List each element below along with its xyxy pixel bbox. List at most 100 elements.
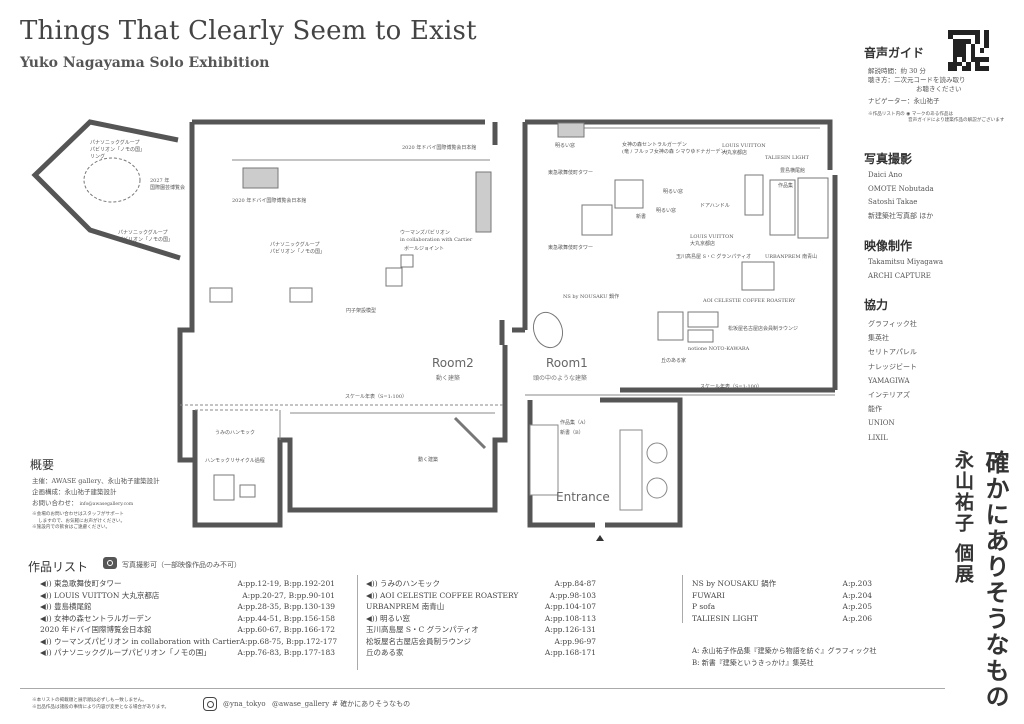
video-heading: 映像制作 xyxy=(864,239,913,253)
works-item-pages: A:pp.20-27, B:pp.90-101 xyxy=(242,590,335,600)
works-item-pages: A:pp.98-103 xyxy=(549,590,596,600)
map-label: うみのハンモック xyxy=(215,430,256,436)
map-label: ドアハンドル xyxy=(700,203,730,209)
scale-label: スケール年表（S=1:100） xyxy=(700,384,763,390)
map-label: パナソニックグループ パビリオン「ノモの国」 xyxy=(118,230,174,243)
works-item-pages: A:p.205 xyxy=(842,602,872,611)
works-item-pages: A:p.204 xyxy=(842,590,872,600)
works-item: ◀)) AOI CELESTIE COFFEE ROASTERY A:pp.98-… xyxy=(366,590,596,602)
works-item-name: ◀)) AOI CELESTIE COFFEE ROASTERY xyxy=(366,590,519,600)
overview-notes: ※会場のお問い合わせはスタッフがサポート しますので、お気軽にお声がけください。… xyxy=(32,512,126,530)
works-item: ◀)) パナソニックグループパビリオン「ノモの国」A:pp.76-83, B:p… xyxy=(40,647,335,659)
wall-left-room xyxy=(31,119,181,261)
map-label: 女神の森セントラルガーデン (竜 / フルッフ女神の森 シマウゆドナガーデン) xyxy=(622,142,728,155)
works-heading: 作品リスト xyxy=(28,560,89,574)
map-label: 豊島横尾館 xyxy=(780,168,806,174)
works-refs: A: 永山祐子作品集『建築から物語を紡ぐ』グラフィック社 B: 新書『建築という… xyxy=(692,647,877,667)
room1-label: Room1 xyxy=(546,356,588,370)
works-item-name: P sofa xyxy=(692,602,716,611)
works-item-pages: A:pp.104-107 xyxy=(544,602,596,611)
works-item-name: ◀)) ウーマンズパビリオン in collaboration with Car… xyxy=(40,636,240,646)
works-item-pages: A:pp.76-83, B:pp.177-183 xyxy=(237,648,335,657)
map-label: 明るい窓 xyxy=(555,143,576,149)
map-label: 作品集 xyxy=(778,183,794,189)
camera-icon xyxy=(103,557,117,569)
works-item-name: URBANPREM 南青山 xyxy=(366,602,445,611)
map-label: ボールジョイント xyxy=(404,246,445,252)
instagram-icon xyxy=(203,697,217,711)
room1-sub: 頭の中のような建築 xyxy=(533,375,588,382)
works-item-pages: A:pp.28-35, B:pp.130-139 xyxy=(237,602,335,611)
audio-guide-text: 解説時間：約 30 分 聴き方：二次元コードを読み取り お聴きください ナビゲー… xyxy=(868,67,966,105)
overview-heading: 概要 xyxy=(30,458,55,472)
map-label: AOI CELESTIE COFFEE ROASTERY xyxy=(703,298,796,304)
contact-email[interactable]: info@awasegallery.com xyxy=(79,502,134,507)
works-item: ◀)) うみのハンモック A:pp.84-87 xyxy=(366,578,596,590)
divider xyxy=(682,575,683,623)
works-item-name: ◀)) LOUIS VUITTON 大丸京都店 xyxy=(40,590,160,600)
gallery-handle[interactable]: @awase_gallery xyxy=(272,700,330,708)
works-item: FUWARI A:p.204 xyxy=(692,590,872,602)
page-title: Things That Clearly Seem to Exist xyxy=(20,16,477,46)
page-subtitle: Yuko Nagayama Solo Exhibition xyxy=(20,55,270,71)
map-label: 2027 年 国際園芸博覧会 xyxy=(150,178,186,191)
map-label: 円子架設模型 xyxy=(346,308,377,314)
qr-code[interactable] xyxy=(948,30,989,71)
map-label: TALIESIN LIGHT xyxy=(765,155,809,161)
footer-notes: ※本リストの掲載順と展示順は必ずしも一致しません。※出品作品は諸般の事情により内… xyxy=(32,698,170,710)
works-item-name: ◀)) うみのハンモック xyxy=(366,579,441,588)
floor-plan xyxy=(31,119,838,541)
works-item-pages: A:p.206 xyxy=(842,613,872,623)
audio-guide-heading: 音声ガイド xyxy=(864,46,925,60)
map-label: LOUIS VUITTON 大丸京都店 xyxy=(722,143,766,156)
map-label: 2020 年ドバイ国際博覧会日本館 xyxy=(232,198,307,204)
works-item-name: FUWARI xyxy=(692,590,725,600)
instagram-handle[interactable]: @yna_tokyo xyxy=(223,700,266,708)
scale-label: スケール年表（S=1:100） xyxy=(345,394,408,400)
map-label: 松坂屋名古屋店会員制ラウンジ xyxy=(728,326,799,332)
works-item-name: ◀)) 豊島横尾館 xyxy=(40,602,92,611)
map-label: 明るい窓 xyxy=(663,189,684,195)
wall-room1 xyxy=(525,119,833,170)
map-label: 玉川高島屋 S・C グランパティオ xyxy=(676,254,752,260)
works-item: ◀)) 明るい窓 A:pp.108-113 xyxy=(366,613,596,625)
ring-outline xyxy=(83,157,141,203)
works-item-pages: A:pp.96-97 xyxy=(554,636,596,646)
cooperation-heading: 協力 xyxy=(864,298,889,312)
works-item-name: 松坂屋名古屋店会員制ラウンジ xyxy=(366,636,471,646)
map-label: 東急歌舞伎町タワー xyxy=(548,245,594,251)
map-label: ウーマンズパビリオン in collaboration with Cartier xyxy=(400,230,473,243)
works-item-pages: A:pp.108-113 xyxy=(544,613,596,623)
works-item: URBANPREM 南青山 A:pp.104-107 xyxy=(366,601,596,613)
map-label: notione NOTO-KAWARA xyxy=(688,346,750,352)
works-item-name: 2020 年ドバイ国際博覧会日本館 xyxy=(40,625,152,634)
map-label: パナソニックグループ パビリオン「ノモの国」 リング xyxy=(90,140,146,160)
works-item: NS by NOUSAKU 鍋作 A:p.203 xyxy=(692,578,872,590)
entrance-arrow xyxy=(596,535,604,541)
hashtag: # 確かにありそうなもの xyxy=(332,700,411,708)
works-item-pages: A:pp.84-87 xyxy=(554,579,596,588)
overview-text: 主催：AWASE gallery、永山祐子建築設計 企画構成：永山祐子建築設計 … xyxy=(32,477,160,507)
wall-room2 xyxy=(177,122,508,528)
works-item-name: NS by NOUSAKU 鍋作 xyxy=(692,579,777,588)
map-label: ハンモックリサイクル過程 xyxy=(205,458,265,464)
photo-heading: 写真撮影 xyxy=(864,152,913,166)
vertical-subtitle-ja: 永山祐子 個展 xyxy=(952,450,974,585)
map-label: NS by NOUSAKU 鍋作 xyxy=(563,294,620,300)
audio-icon: ◉ xyxy=(906,112,911,117)
footer-divider xyxy=(20,688,945,689)
works-item-name: ◀)) 東急歌舞伎町タワー xyxy=(40,579,122,588)
works-item: 松坂屋名古屋店会員制ラウンジ A:pp.96-97 xyxy=(366,636,596,648)
works-item-name: ◀)) 明るい窓 xyxy=(366,613,411,623)
room2-sub: 動く建築 xyxy=(436,375,461,382)
works-item-pages: A:p.203 xyxy=(842,579,872,588)
entrance-label: Entrance xyxy=(556,490,610,504)
